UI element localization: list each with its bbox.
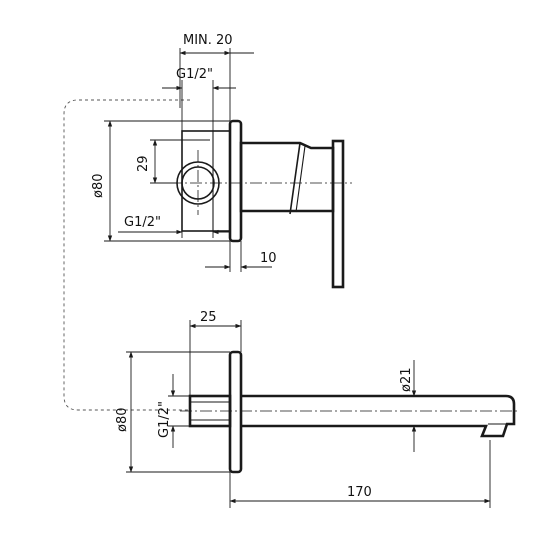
label-25: 25 bbox=[200, 310, 217, 325]
mixer-body bbox=[181, 130, 231, 232]
mixer-wall-plate bbox=[228, 119, 243, 243]
label-170: 170 bbox=[347, 485, 372, 500]
spout-side-view bbox=[180, 350, 520, 474]
dim-min20: MIN. 20 bbox=[179, 33, 254, 121]
mixer-lever bbox=[331, 139, 345, 289]
mixer-top-view bbox=[150, 119, 352, 289]
label-g12-left: G1/2" bbox=[124, 215, 161, 230]
label-dia21: ø21 bbox=[399, 368, 414, 393]
connection-curve bbox=[63, 99, 190, 411]
label-min20: MIN. 20 bbox=[183, 33, 233, 48]
dim-25: 25 bbox=[189, 310, 242, 396]
dim-dia80-bottom: ø80 bbox=[115, 351, 230, 473]
dim-10: 10 bbox=[205, 241, 277, 272]
label-dia80-bottom: ø80 bbox=[115, 408, 130, 433]
dim-170: 170 bbox=[229, 440, 491, 508]
dim-g12-bottom: G1/2" bbox=[157, 374, 190, 448]
dim-dia80-top: ø80 bbox=[91, 120, 230, 242]
mixer-handle bbox=[239, 141, 335, 213]
label-g12-bottom: G1/2" bbox=[157, 401, 172, 438]
dim-g12-left: G1/2" bbox=[118, 215, 230, 238]
label-dia80-top: ø80 bbox=[91, 174, 106, 199]
label-29: 29 bbox=[136, 155, 151, 172]
dim-dia21: ø21 bbox=[399, 360, 417, 452]
label-g12-top: G1/2" bbox=[176, 67, 213, 82]
dim-29: 29 bbox=[136, 139, 210, 184]
spout-pipe bbox=[241, 394, 516, 438]
label-10: 10 bbox=[260, 251, 277, 266]
dim-g12-top: G1/2" bbox=[162, 67, 236, 131]
spout-wall-plate bbox=[228, 350, 243, 474]
